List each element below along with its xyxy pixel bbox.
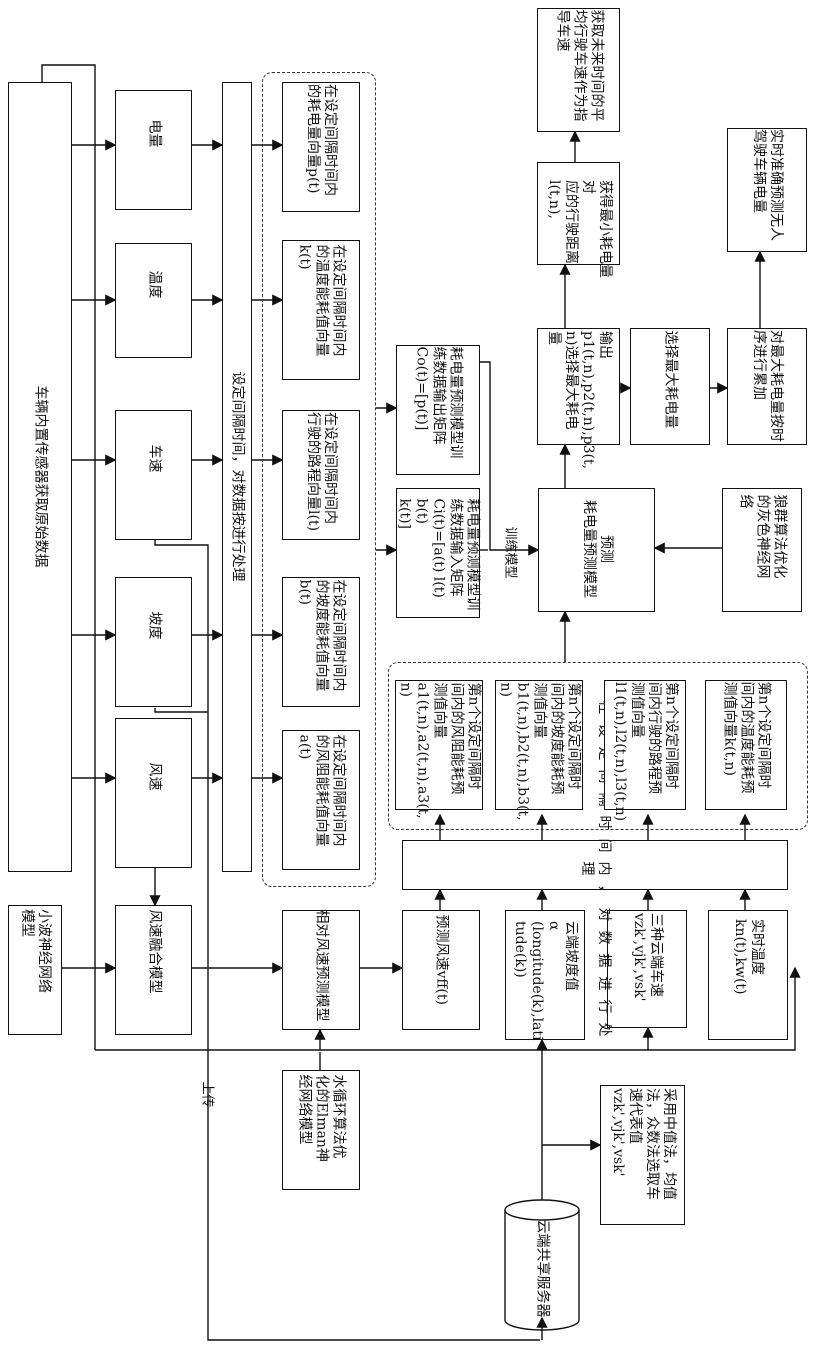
pred-slope-vector-box: 第n个设定间隔时 间内的坡度能耗预 测值向量 b1(t,n),b2(t,n),b… (495, 680, 583, 810)
realtime-text: 实时准确预测无人 驾驶车辆电量 (750, 129, 784, 249)
train-output-text: 耗电量预测模型训 练数据输出矩阵 Co(t)=[p(t)] (413, 347, 464, 473)
process2-box: 在设定间隔时间内，对数据进行处理 (402, 840, 788, 890)
min-dist-box: 获得最小耗电量对 应的行驶距离l(t,n), (537, 162, 620, 265)
pred-temp-vector-text: 第n个设定间隔时 间内的温度能耗预 测值向量k(t,n) (721, 682, 772, 808)
train-model-label: 训练模型 (503, 526, 522, 578)
consumption-model-text: 预测 耗电量预测模型 (580, 489, 614, 609)
realtime-box: 实时准确预测无人 驾驶车辆电量 (727, 128, 807, 252)
pred-distance-vector-box: 第n个设定间隔时 间内行驶的路程预 测值向量 l1(t,n),l2(t,n),l… (604, 680, 686, 810)
output-text: 输出 p1(t,n),p2(t,n),p3(t, n)选择最大耗电量 (545, 331, 613, 443)
avg-speed-box: 获取未来时间的平 均行驶车速作为指 导车速 (537, 8, 620, 132)
sort-max-text: 对最大耗电量按时 序进行累加 (750, 330, 784, 442)
train-output-box: 耗电量预测模型训 练数据输出矩阵 Co(t)=[p(t)] (396, 345, 480, 475)
upload-label: 上传 (200, 1081, 219, 1107)
pred-distance-vector-text: 第n个设定间隔时 间内行驶的路程预 测值向量 l1(t,n),l2(t,n),l… (611, 682, 679, 808)
consumption-model-box: 预测 耗电量预测模型 (538, 488, 655, 612)
cloud-server-text: 云端共享服务器 (534, 1220, 551, 1320)
pred-wind-vector-box: 第n个设定间隔时 间内的风阻能耗预 测值向量 a1(t,n),a2(t,n),a… (395, 680, 483, 810)
avg-speed-text: 获取未来时间的平 均行驶车速作为指 导车速 (553, 10, 604, 130)
sort-max-box: 对最大耗电量按时 序进行累加 (727, 328, 807, 445)
wolf-text: 狼群算法优化 的灰色神经网 络 (737, 495, 788, 605)
select-max-box: 选择最大耗电量 (630, 328, 710, 445)
cloud-server: 云端共享服务器 (505, 1222, 579, 1318)
select-max-text: 选择最大耗电量 (662, 330, 679, 442)
output-box: 输出 p1(t,n),p2(t,n),p3(t, n)选择最大耗电量 (537, 328, 620, 445)
train-input-box: 耗电量预测模型训 练数据输入矩阵 Ci(t)=[a(t) l(t) b(t) k… (396, 488, 480, 618)
pred-wind-vector-text: 第n个设定间隔时 间内的风阻能耗预 测值向量 a1(t,n),a2(t,n),a… (397, 683, 482, 809)
min-dist-text: 获得最小耗电量对 应的行驶距离l(t,n), (545, 180, 613, 280)
pred-slope-vector-text: 第n个设定间隔时 间内的坡度能耗预 测值向量 b1(t,n),b2(t,n),b… (497, 683, 582, 809)
pred-temp-vector-box: 第n个设定间隔时 间内的温度能耗预 测值向量k(t,n) (705, 680, 787, 810)
wolf-box: 狼群算法优化 的灰色神经网 络 (722, 488, 802, 612)
train-input-text: 耗电量预测模型训 练数据输入矩阵 Ci(t)=[a(t) l(t) b(t) k… (396, 499, 481, 625)
